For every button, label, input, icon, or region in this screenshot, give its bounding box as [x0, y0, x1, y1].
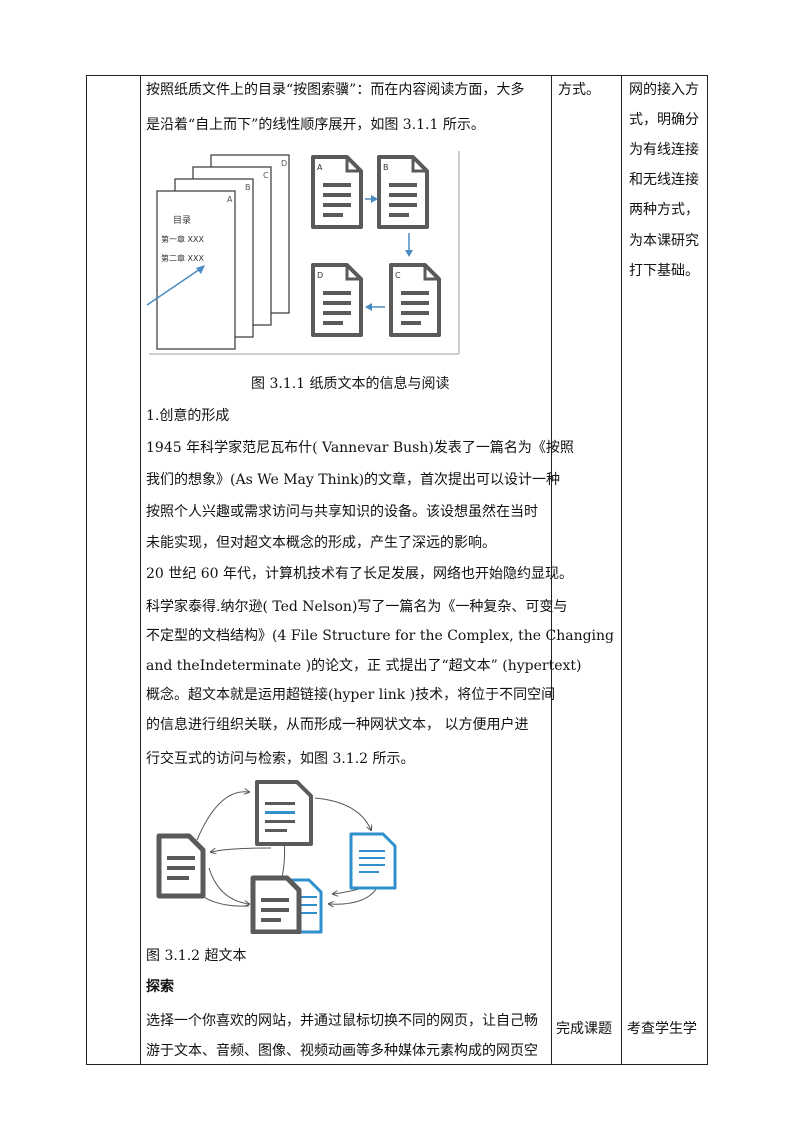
text-line: 按照纸质文件上的目录“按图索骥”：而在内容阅读方面，大多 [146, 82, 525, 98]
text-line: 未能实现，但对超文本概念的形成，产生了深远的影响。 [146, 535, 496, 551]
intent-text: 为有线连接 [629, 142, 699, 158]
text-line: 科学家泰得.纳尔逊( Ted Nelson)写了一篇名为《一种复杂、可变与 [146, 599, 568, 615]
section-heading: 探索 [146, 979, 174, 995]
text-line: 概念。超文本就是运用超链接(hyper link )技术，将位于不同空间 [146, 687, 556, 703]
document-icon-b: B [377, 155, 429, 229]
activity-text: 完成课题 [556, 1021, 612, 1037]
intent-text: 考查学生学 [627, 1021, 697, 1037]
text-line: 1945 年科学家范尼瓦布什( Vannevar Bush)发表了一篇名为《按照 [146, 440, 574, 456]
document-icon-a: A [311, 155, 363, 229]
figure-caption: 图 3.1.2 超文本 [146, 948, 247, 964]
figure-caption: 图 3.1.1 纸质文本的信息与阅读 [251, 376, 450, 392]
intent-cell: 网的接入方 式，明确分 为有线连接 和无线连接 两种方式， 为本课研究 打下基础… [622, 76, 707, 1064]
lesson-table: 按照纸质文件上的目录“按图索骥”：而在内容阅读方面，大多 是沿着“自上而下”的线… [86, 75, 708, 1065]
column-divider [140, 76, 141, 1064]
toc-item: 第二章 XXX [161, 253, 205, 263]
toc-item: 第一章 XXX [161, 234, 205, 244]
text-line: 的信息进行组织关联，从而形成一种网状文本， 以方便用户进 [146, 717, 529, 733]
intent-text: 为本课研究 [629, 233, 699, 249]
intent-text: 和无线连接 [629, 172, 699, 188]
reading-arrow [146, 266, 204, 306]
toc-title: 目录 [173, 215, 191, 226]
text-line: 是沿着“自上而下”的线性顺序展开，如图 3.1.1 所示。 [146, 117, 485, 133]
column-divider [551, 76, 552, 1064]
document-icon-d: D [311, 263, 363, 337]
svg-text:B: B [383, 163, 389, 172]
main-content-cell: 按照纸质文件上的目录“按图索骥”：而在内容阅读方面，大多 是沿着“自上而下”的线… [141, 76, 614, 1064]
document-icon-c: C [389, 263, 441, 337]
stack-label: C [263, 171, 269, 180]
text-line: 20 世纪 60 年代，计算机技术有了长足发展，网络也开始隐约显现。 [146, 566, 573, 582]
svg-text:A: A [317, 163, 323, 172]
text-line: and theIndeterminate )的论文，正 式提出了“超文本” (h… [146, 658, 582, 674]
text-line: 按照个人兴趣或需求访问与共享知识的设备。该设想虽然在当时 [146, 504, 538, 520]
stack-label: D [281, 159, 287, 168]
activity-cell: 方式。 完成课题 [552, 76, 621, 1064]
intent-text: 两种方式， [629, 202, 699, 218]
intent-text: 打下基础。 [629, 263, 699, 279]
hypertext-doc-icon [349, 832, 397, 890]
hypertext-doc-icon [255, 780, 313, 846]
hypertext-doc-icon [156, 833, 206, 899]
text-line: 行交互式的访问与检索，如图 3.1.2 所示。 [146, 751, 415, 767]
intent-text: 网的接入方 [629, 82, 699, 98]
column-divider [621, 76, 622, 1064]
figure-hypertext [156, 780, 397, 934]
text-line: 选择一个你喜欢的网站，并通过鼠标切换不同的网页，让自己畅 [146, 1013, 538, 1029]
text-line: 我们的想象》(As We May Think)的文章，首次提出可以设计一种 [146, 472, 561, 488]
intent-text: 式，明确分 [629, 112, 699, 128]
hypertext-doc-icon [250, 875, 323, 934]
svg-text:D: D [317, 271, 323, 280]
svg-text:C: C [395, 271, 401, 280]
section-heading: 1.创意的形成 [146, 408, 230, 424]
activity-text: 方式。 [558, 82, 600, 98]
page-sheet [156, 190, 236, 350]
stack-label: B [245, 183, 251, 192]
stack-label: A [227, 195, 233, 204]
text-line: 不定型的文档结构》(4 File Structure for the Compl… [146, 628, 615, 644]
text-line: 游于文本、音频、图像、视频动画等多种媒体元素构成的网页空 [146, 1043, 538, 1059]
figure-paper-text-reading: D C B A 目录 第一章 XXX 第二章 XXX A [145, 149, 461, 357]
